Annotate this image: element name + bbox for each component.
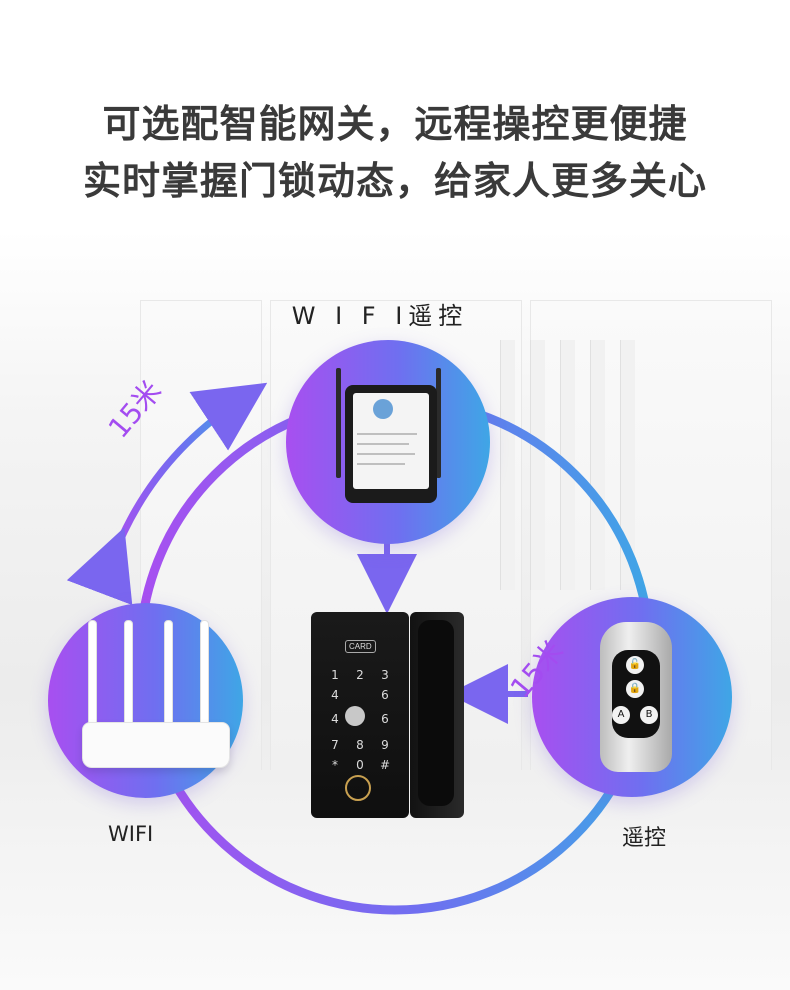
router-node bbox=[48, 603, 243, 798]
router-antenna bbox=[164, 620, 173, 732]
gateway-text-line bbox=[357, 443, 409, 445]
remote-button-a: A bbox=[612, 706, 630, 724]
keyhole-icon bbox=[345, 706, 365, 726]
background-slat bbox=[620, 340, 635, 590]
lock-key: 3 bbox=[381, 668, 389, 682]
background-slat bbox=[530, 340, 545, 590]
background-slat bbox=[590, 340, 605, 590]
lock-key: 4 bbox=[331, 688, 339, 702]
gateway-antenna-right bbox=[436, 368, 441, 478]
gateway-antenna-left bbox=[336, 368, 341, 478]
background-slat bbox=[500, 340, 515, 590]
router-antenna bbox=[124, 620, 133, 732]
remote-lock-button-icon: 🔒 bbox=[626, 680, 644, 698]
headline-line-2: 实时掌握门锁动态，给家人更多关心 bbox=[82, 159, 707, 203]
remote-unlock-button-icon: 🔓 bbox=[626, 656, 644, 674]
router-antenna bbox=[200, 620, 209, 732]
lock-key: 6 bbox=[381, 688, 389, 702]
lock-key: # bbox=[379, 758, 391, 772]
lock-grip bbox=[418, 620, 454, 806]
lock-key: 8 bbox=[356, 738, 364, 752]
remote-label: 遥控 bbox=[622, 826, 667, 851]
lock-key: 6 bbox=[381, 712, 389, 726]
arrow-router-gateway bbox=[66, 382, 268, 606]
gateway-text-line bbox=[357, 453, 415, 455]
lock-key: 9 bbox=[381, 738, 389, 752]
card-reader-tag: CARD bbox=[345, 640, 376, 653]
lock-key: * bbox=[332, 758, 338, 772]
gateway-text-line bbox=[357, 463, 405, 465]
lock-key: 2 bbox=[356, 668, 364, 682]
lock-key: 4 bbox=[331, 712, 339, 726]
gateway-text-line bbox=[357, 433, 417, 435]
wifi-remote-label: W I F I遥控 bbox=[291, 302, 469, 330]
lock-key: 0 bbox=[356, 758, 364, 772]
lock-key: 7 bbox=[331, 738, 339, 752]
gateway-logo-icon bbox=[373, 399, 393, 419]
wifi-label: WIFI bbox=[108, 822, 154, 846]
headline-area: 可选配智能网关，远程操控更便捷 实时掌握门锁动态，给家人更多关心 bbox=[0, 0, 790, 230]
headline-line-1: 可选配智能网关，远程操控更便捷 bbox=[102, 102, 688, 146]
doorbell-icon bbox=[345, 775, 371, 801]
wifi-gateway-device bbox=[345, 385, 437, 503]
lock-key: 1 bbox=[331, 668, 339, 682]
router-device bbox=[82, 722, 230, 768]
router-antenna bbox=[88, 620, 97, 732]
remote-button-b: B bbox=[640, 706, 658, 724]
